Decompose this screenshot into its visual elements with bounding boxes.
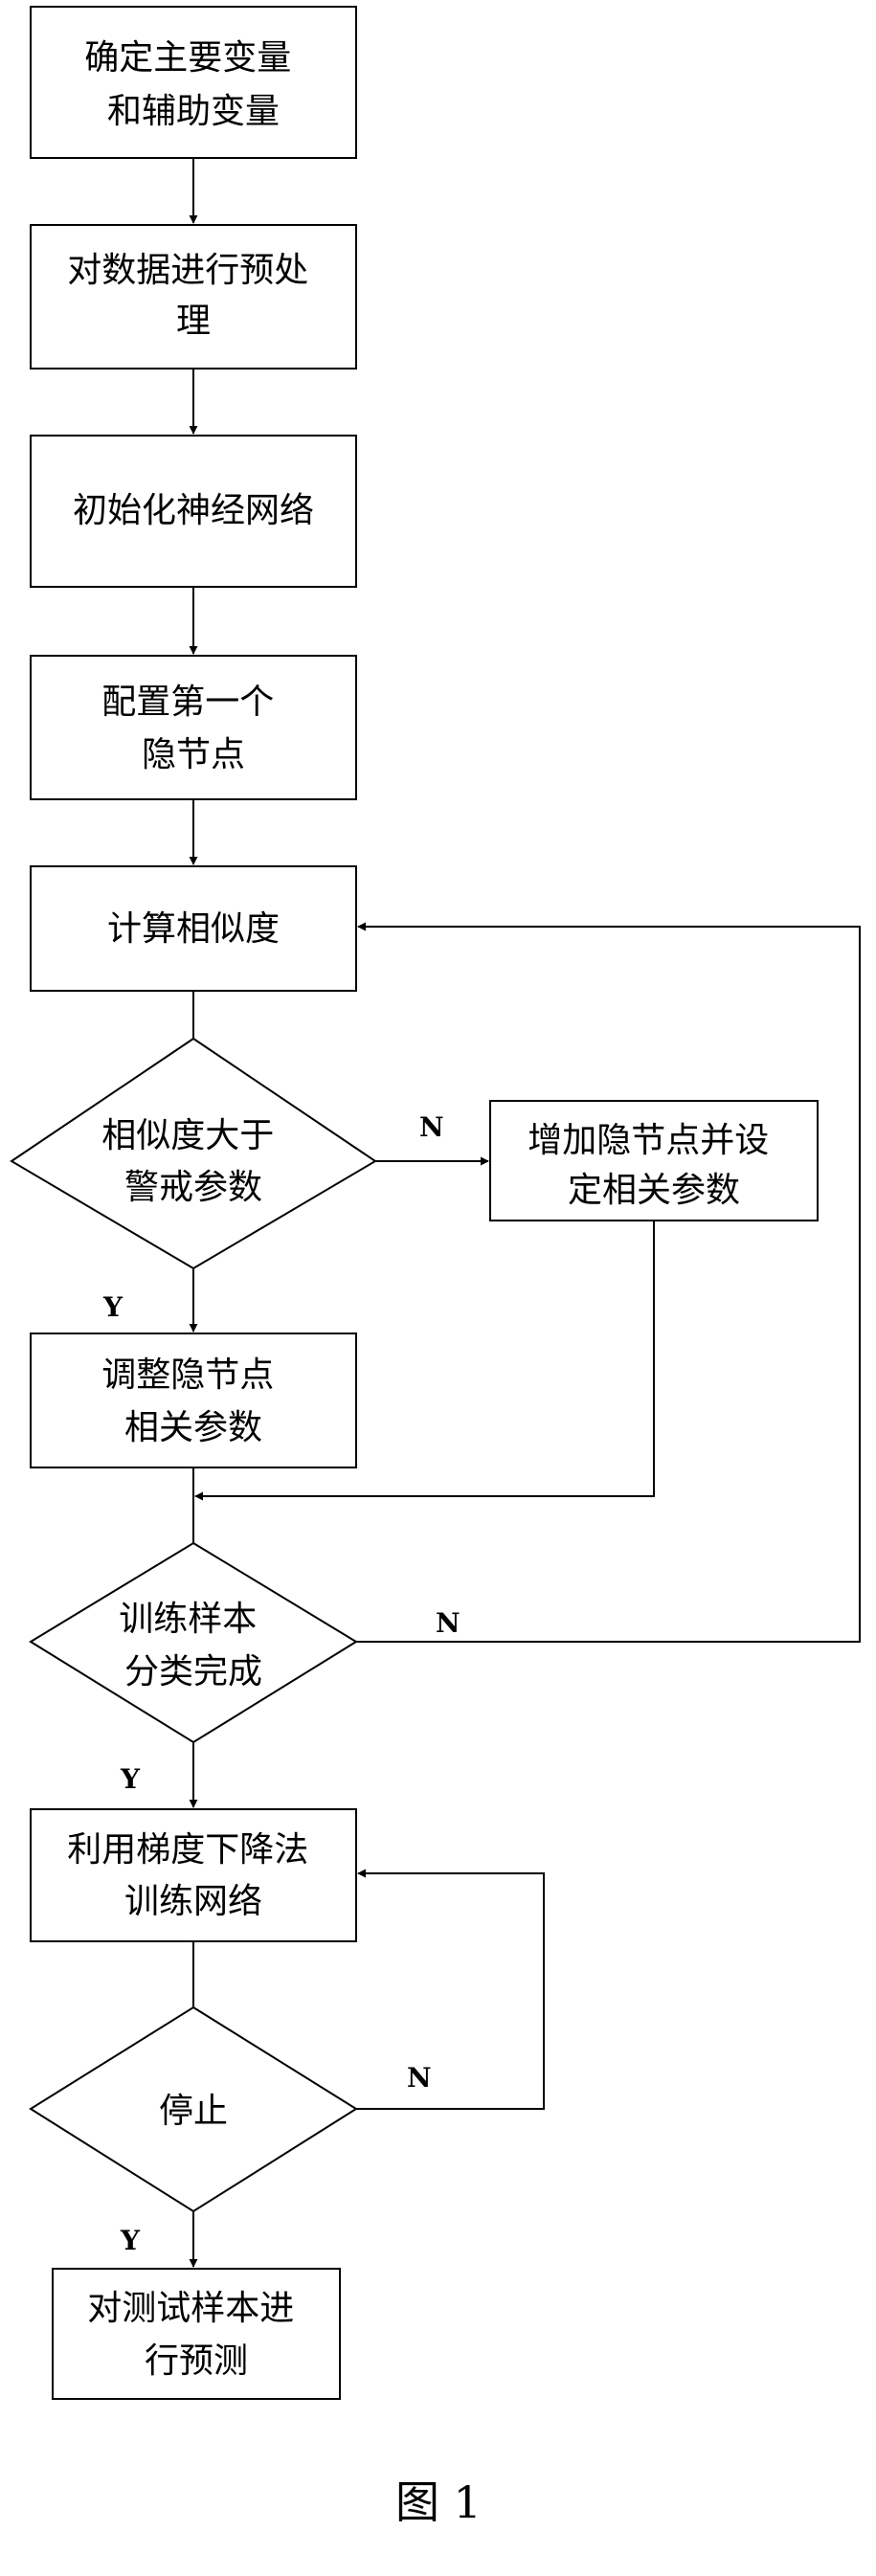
define-vars-line-1: 确定主要变量 bbox=[84, 38, 291, 78]
preprocess-line-2: 理 bbox=[176, 302, 211, 341]
adjust-hidden-line-1: 调整隐节点 bbox=[101, 1355, 274, 1395]
init-nn-line-1: 初始化神经网络 bbox=[73, 491, 314, 530]
preprocess-text: 对数据进行预处 理 bbox=[67, 251, 319, 341]
classified-decision-diamond bbox=[29, 1541, 358, 1744]
config-hidden-box bbox=[30, 655, 357, 800]
stop-yes-label: Y bbox=[120, 2225, 141, 2256]
init-nn-text: 初始化神经网络 bbox=[73, 491, 314, 530]
classified-decision-text: 训练样本 分类完成 bbox=[119, 1600, 267, 1691]
calc-similarity-line-1: 计算相似度 bbox=[107, 909, 280, 949]
predict-line-1: 对测试样本进 bbox=[87, 2289, 294, 2328]
add-hidden-line-2: 定相关参数 bbox=[568, 1171, 740, 1210]
calc-similarity-text: 计算相似度 bbox=[107, 909, 280, 949]
edge-stop-no-loop bbox=[356, 1869, 545, 2110]
similarity-decision-line-1: 相似度大于 bbox=[101, 1116, 274, 1155]
define-vars-text: 确定主要变量 和辅助变量 bbox=[84, 38, 302, 131]
define-vars-box bbox=[30, 6, 357, 159]
gradient-train-line-1: 利用梯度下降法 bbox=[67, 1830, 308, 1870]
gradient-train-box bbox=[30, 1808, 357, 1942]
similarity-decision-line-2: 警戒参数 bbox=[124, 1168, 262, 1207]
add-hidden-line-1: 增加隐节点并设 bbox=[528, 1121, 769, 1160]
classified-decision-line-1: 训练样本 bbox=[119, 1600, 257, 1639]
preprocess-box bbox=[30, 224, 357, 370]
predict-line-2: 行预测 bbox=[145, 2341, 248, 2381]
preprocess-line-1: 对数据进行预处 bbox=[67, 251, 308, 290]
classified-decision-line-2: 分类完成 bbox=[124, 1652, 262, 1691]
adjust-hidden-text: 调整隐节点 相关参数 bbox=[101, 1355, 284, 1447]
edge-cls-no-loop bbox=[356, 922, 861, 1643]
sim-no-label: N bbox=[419, 1111, 444, 1143]
figure-caption: 图 1 bbox=[395, 2476, 482, 2528]
edge-add-to-merge bbox=[194, 1221, 655, 1501]
add-hidden-text: 增加隐节点并设 定相关参数 bbox=[528, 1121, 779, 1210]
cls-yes-label: Y bbox=[120, 1763, 141, 1795]
predict-box bbox=[52, 2268, 341, 2400]
adjust-hidden-box bbox=[30, 1333, 357, 1468]
stop-decision-text: 停止 bbox=[159, 2092, 228, 2131]
stop-decision-line-1: 停止 bbox=[159, 2092, 228, 2131]
stop-no-label: N bbox=[407, 2062, 432, 2094]
config-hidden-line-2: 隐节点 bbox=[142, 735, 245, 774]
config-hidden-line-1: 配置第一个 bbox=[101, 683, 274, 722]
cls-no-label: N bbox=[436, 1607, 460, 1639]
config-hidden-text: 配置第一个 隐节点 bbox=[101, 683, 284, 774]
gradient-train-text: 利用梯度下降法 训练网络 bbox=[67, 1830, 319, 1921]
similarity-decision-text: 相似度大于 警戒参数 bbox=[101, 1116, 284, 1207]
define-vars-line-2: 和辅助变量 bbox=[107, 92, 280, 131]
adjust-hidden-line-2: 相关参数 bbox=[124, 1408, 262, 1447]
predict-text: 对测试样本进 行预测 bbox=[87, 2289, 304, 2381]
sim-yes-label: Y bbox=[102, 1291, 124, 1323]
gradient-train-line-2: 训练网络 bbox=[124, 1882, 262, 1921]
